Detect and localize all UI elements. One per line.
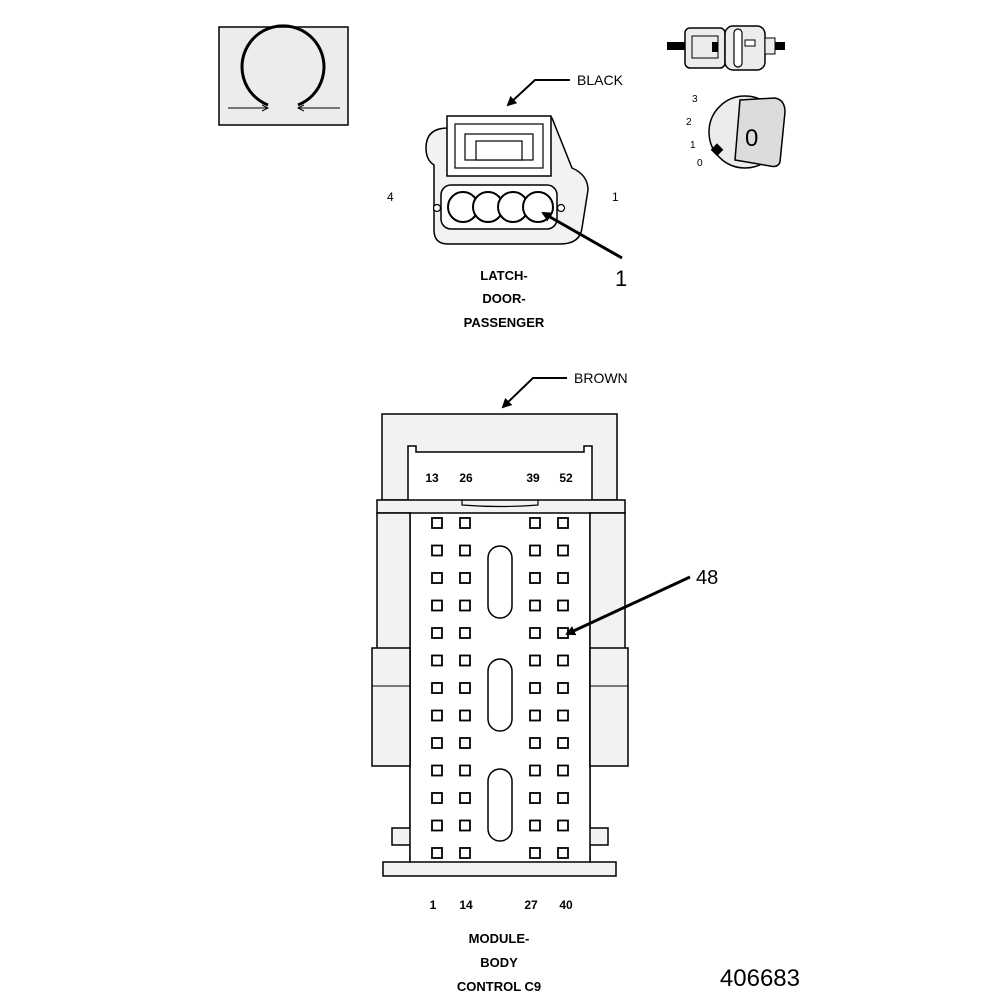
bcm-top-pin-label-39: 39 [526,471,540,485]
bcm-pin-cavity [557,847,569,859]
bcm-pin-cavity [459,792,471,804]
latch-color-leader [506,79,570,107]
bcm-pin-cavity [557,792,569,804]
bcm-pin-cavity [459,654,471,667]
ignition-key-mark: 0 [745,125,758,152]
bcm-pin-cavity [529,819,541,832]
bcm-pin-cavity [431,709,443,722]
bcm-pin-cavity [459,544,471,557]
bcm-pin-cavity [459,517,471,529]
bcm-bottom-pin-label-27: 27 [524,898,538,912]
bcm-top-pin-label-13: 13 [425,471,439,485]
latch-name-line-3: PASSENGER [464,315,545,330]
bcm-pin-cavity [431,792,443,804]
bcm-bottom-pin-label-1: 1 [430,898,437,912]
bcm-pin-cavity [557,599,569,612]
bcm-top-pin-label-26: 26 [459,471,473,485]
bcm-pin-cavity [431,764,443,777]
bcm-pin-cavity [529,572,541,584]
latch-pin-right-label: 1 [612,190,619,204]
bcm-color-leader [501,377,567,409]
bcm-pin-cavity [529,544,541,557]
latch-pin-left-label: 4 [387,190,394,204]
bcm-pin-cavity [459,627,471,639]
bcm-pin-cavity [431,517,443,529]
bcm-pin-cavity [557,572,569,584]
bcm-pin-cavity [431,599,443,612]
latch-name-line-1: LATCH- [480,268,527,283]
bcm-pin-cavity [529,654,541,667]
bcm-pin-cavity [459,737,471,749]
bcm-pin-cavity [557,819,569,832]
bcm-pin-cavity [459,572,471,584]
bcm-pin-cavity [557,764,569,777]
bcm-pin-cavity [557,709,569,722]
bcm-pin-cavity [431,737,443,749]
bcm-pin-cavity [431,682,443,694]
bcm-pin-cavity [459,599,471,612]
bcm-pin-cavity [529,764,541,777]
bcm-pin-grid [431,517,569,859]
ignition-position-3: 3 [692,94,698,105]
bcm-pin-cavity [459,847,471,859]
bcm-pin-cavity [557,627,569,639]
figure-number: 406683 [720,965,800,992]
ignition-position-2: 2 [686,117,692,128]
bcm-connector [371,413,629,877]
bcm-pin-cavity [529,847,541,859]
latch-name-line-2: DOOR- [482,291,525,306]
bcm-pin-cavity [529,737,541,749]
bcm-name-line-1: MODULE- [469,931,530,946]
bcm-pin-cavity [557,517,569,529]
bcm-pin-cavity [459,709,471,722]
bcm-pin-cavity [557,654,569,667]
latch-pin-callout-arrow [541,211,623,260]
bcm-pin-cavity [431,627,443,639]
bcm-pin-callout: 48 [696,567,718,589]
bcm-pin-cavity [459,682,471,694]
bcm-pin-callout-arrow [565,575,691,636]
bcm-pin-cavity [557,544,569,557]
bcm-pin-cavity [431,654,443,667]
connector-plug-icon [667,25,785,71]
bcm-pin-cavity [431,572,443,584]
latch-pin-callout: 1 [615,266,627,291]
bcm-pin-cavity [431,819,443,832]
bcm-pin-cavity [529,682,541,694]
latch-connector [425,115,589,245]
bcm-top-pin-label-52: 52 [559,471,573,485]
omega-icon [218,24,349,126]
bcm-pin-cavity [557,737,569,749]
bcm-pin-cavity [431,544,443,557]
bcm-color-label: BROWN [574,370,628,386]
ignition-position-1: 1 [690,140,696,151]
bcm-bottom-pin-label-14: 14 [459,898,473,912]
bcm-pin-cavity [529,627,541,639]
latch-color-label: BLACK [577,72,624,88]
bcm-pin-cavity [529,599,541,612]
bcm-pin-cavity [557,682,569,694]
bcm-pin-cavity [529,709,541,722]
bcm-pin-cavity [529,792,541,804]
bcm-pin-cavity [459,764,471,777]
bcm-pin-cavity [529,517,541,529]
bcm-name-line-3: CONTROL C9 [457,979,541,994]
bcm-pin-cavity [459,819,471,832]
bcm-bottom-pin-label-40: 40 [559,898,573,912]
ignition-position-0: 0 [697,158,703,169]
bcm-pin-cavity [431,847,443,859]
bcm-name-line-2: BODY [480,955,518,970]
